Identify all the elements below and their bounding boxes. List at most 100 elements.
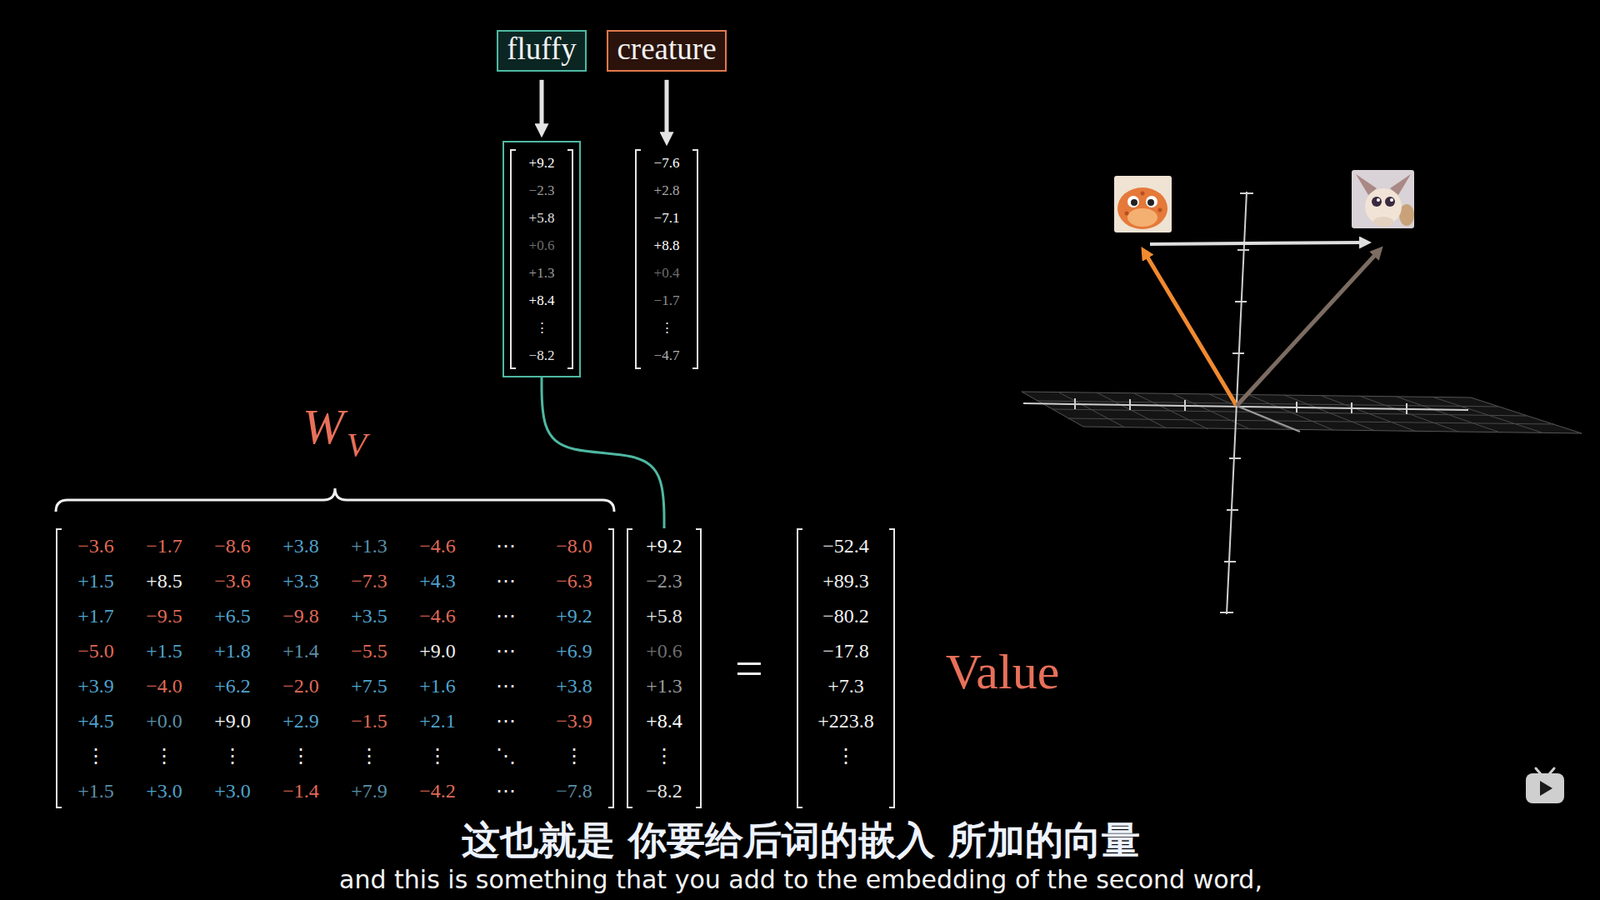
token-word: fluffy — [498, 31, 585, 70]
matrix-entry: ⋮ — [130, 738, 199, 774]
matrix-entry: +3.8 — [266, 528, 335, 564]
matrix-entry: −2.0 — [266, 668, 335, 704]
copy-curve — [541, 377, 665, 529]
matrix-entry: −7.8 — [540, 773, 609, 809]
matrix-entry: −5.0 — [61, 633, 130, 669]
matrix-entry: ⋯ — [471, 528, 540, 564]
difference-vector — [1150, 242, 1362, 245]
matrix-entry: +1.5 — [130, 633, 199, 669]
vector-entry: −17.8 — [802, 633, 890, 669]
matrix-entry: +9.0 — [198, 703, 267, 739]
embedding-vector: −7.6+2.8−7.1+8.8+0.4−1.7⋮−4.7 — [635, 149, 699, 370]
token-box: fluffy — [496, 30, 587, 72]
vector-entry: +9.2 — [515, 149, 568, 177]
vector-entry: +1.3 — [515, 259, 568, 287]
brown-vector — [1236, 254, 1376, 406]
matrix-entry: ⋮ — [540, 738, 609, 774]
matrix-entry: ⋯ — [471, 598, 540, 634]
right-bracket — [695, 528, 702, 809]
vector-entry: −7.1 — [640, 204, 693, 232]
matrix-entry: +6.9 — [540, 633, 609, 669]
vector-entry: +0.6 — [515, 231, 568, 260]
number-grid: +9.2−2.3+5.8+0.6+1.3+8.4⋮−8.2 — [632, 528, 696, 809]
matrix-entry: +2.9 — [266, 703, 335, 739]
value-matrix: −3.6−1.7−8.6+3.8+1.3−4.6⋯−8.0+1.5+8.5−3.… — [55, 528, 615, 809]
matrix-entry: −1.5 — [335, 703, 404, 739]
bracketed-array: −52.4+89.3−80.2−17.8+7.3+223.8⋮ — [796, 528, 895, 809]
matrix-entry: +1.6 — [403, 668, 472, 704]
matrix-entry: +8.5 — [130, 563, 199, 599]
bilibili-icon — [1525, 768, 1565, 804]
matrix-entry: +7.9 — [335, 773, 404, 809]
matrix-entry: +2.1 — [403, 703, 472, 739]
matrix-entry: +3.5 — [335, 598, 404, 634]
matrix-entry: −5.5 — [335, 633, 404, 669]
vector-entry: +7.3 — [802, 668, 890, 704]
matrix-entry: −4.6 — [403, 598, 472, 634]
matrix-entry: ⋯ — [471, 703, 540, 739]
fluffy-creature-image — [1351, 170, 1415, 229]
vector-entry: −1.7 — [640, 286, 693, 315]
vector-entry: +9.2 — [632, 528, 696, 564]
orange-creature-image — [1114, 175, 1172, 233]
vector-entry: ⋮ — [640, 314, 693, 342]
equals-sign: = — [735, 640, 764, 698]
vector-entry: −52.4 — [802, 528, 890, 564]
vector-entry: −80.2 — [802, 598, 890, 634]
matrix-entry: +9.2 — [540, 598, 609, 634]
matrix-entry: −9.5 — [130, 598, 199, 634]
number-grid: −52.4+89.3−80.2−17.8+7.3+223.8⋮ — [802, 528, 890, 774]
matrix-entry: −6.3 — [540, 563, 609, 599]
vector-entry: +5.8 — [632, 598, 696, 634]
matrix-entry: +1.8 — [198, 633, 267, 669]
matrix-entry: ⋯ — [471, 668, 540, 704]
matrix-entry: −7.3 — [335, 563, 404, 599]
bracketed-array: +9.2−2.3+5.8+0.6+1.3+8.4⋮−8.2 — [626, 528, 702, 809]
value-vector: −52.4+89.3−80.2−17.8+7.3+223.8⋮ — [796, 528, 895, 809]
matrix-entry: +6.5 — [198, 598, 267, 634]
right-bracket — [567, 149, 574, 370]
matrix-entry: +1.5 — [61, 773, 130, 809]
vector-entry: −8.2 — [632, 773, 696, 809]
matrix-entry: +4.3 — [403, 563, 472, 599]
vector-entry: −2.3 — [515, 176, 568, 205]
input-vector: +9.2−2.3+5.8+0.6+1.3+8.4⋮−8.2 — [626, 528, 702, 809]
matrix-entry: −8.0 — [540, 528, 609, 564]
matrix-entry: −3.6 — [198, 563, 267, 599]
left-bracket — [635, 149, 641, 370]
subtitle-english: and this is something that you add to th… — [339, 865, 1263, 895]
vector-entry: +0.6 — [632, 633, 696, 669]
result-name: Value — [945, 643, 1060, 701]
subtitle-chinese: 这也就是 你要给后词的嵌入 所加的向量 — [461, 818, 1140, 863]
matrix-entry: −9.8 — [266, 598, 335, 634]
number-grid: −7.6+2.8−7.1+8.8+0.4−1.7⋮−4.7 — [640, 149, 693, 370]
matrix-entry: ⋮ — [266, 738, 335, 774]
vector-entry: +89.3 — [802, 563, 890, 599]
vector-entry: +8.4 — [515, 286, 568, 315]
matrix-entry: −1.4 — [266, 773, 335, 809]
vector-entry: +8.4 — [632, 703, 696, 739]
vector-entry: −2.3 — [632, 563, 696, 599]
vector-entry: +5.8 — [515, 204, 568, 232]
matrix-entry: +6.2 — [198, 668, 267, 704]
matrix-entry: ⋮ — [198, 738, 267, 774]
vector-entry: −4.7 — [640, 341, 693, 370]
orange-vector — [1146, 255, 1237, 406]
number-grid: −3.6−1.7−8.6+3.8+1.3−4.6⋯−8.0+1.5+8.5−3.… — [61, 528, 609, 809]
left-bracket — [55, 528, 62, 809]
matrix-entry: ⋯ — [471, 773, 540, 809]
vector-entry: +223.8 — [802, 703, 890, 739]
matrix-entry: +3.0 — [130, 773, 199, 809]
matrix-entry: −4.2 — [403, 773, 472, 809]
matrix-entry: +1.4 — [266, 633, 335, 669]
embedding-arrow — [540, 80, 545, 125]
matrix-entry: +0.0 — [130, 703, 199, 739]
matrix-entry: +9.0 — [403, 633, 472, 669]
vector-entry: ⋮ — [632, 738, 696, 774]
matrix-entry: +1.5 — [61, 563, 130, 599]
vector-entry: −7.6 — [640, 149, 693, 177]
matrix-entry: +7.5 — [335, 668, 404, 704]
matrix-entry: ⋯ — [471, 563, 540, 599]
